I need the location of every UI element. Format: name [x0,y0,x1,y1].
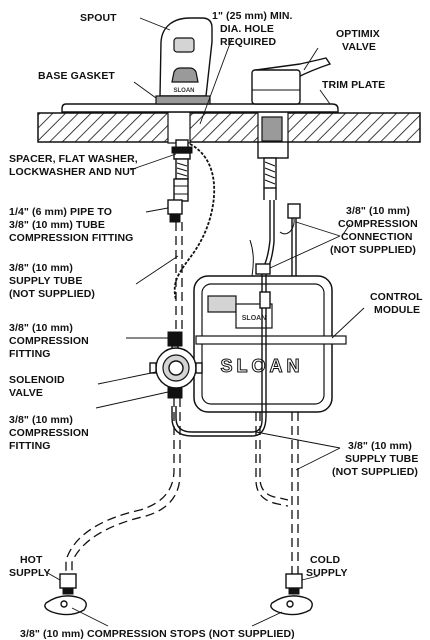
label-conn-2: COMPRESSION [338,218,418,230]
label-comp-fit-a2: COMPRESSION [9,335,89,347]
label-hole-1: 1" (25 mm) MIN. [212,10,293,22]
label-optimix-1: OPTIMIX [336,28,380,40]
label-spout: SPOUT [80,12,117,24]
label-supply-tube-l2: SUPPLY TUBE [9,275,82,287]
label-hole-2: DIA. HOLE [220,23,274,35]
label-trim-plate: TRIM PLATE [322,79,385,91]
label-supply-tube-r2: SUPPLY TUBE [345,453,418,465]
label-conn-1: 3/8" (10 mm) [346,205,410,217]
label-comp-fit-a1: 3/8" (10 mm) [9,322,73,334]
cold-supply-line-upper [291,210,297,276]
label-stops: 3/8" (10 mm) COMPRESSION STOPS (NOT SUPP… [20,628,295,640]
spout-supply-hose [173,143,215,301]
label-solenoid-1: SOLENOID [9,374,65,386]
label-pipe-3: COMPRESSION FITTING [9,232,133,244]
label-supply-tube-l3: (NOT SUPPLIED) [9,288,95,300]
label-cold-2: SUPPLY [306,567,348,579]
module-small-logo: SLOAN [242,315,267,322]
optimix-valve-body [257,116,289,200]
hot-supply-tube [65,222,183,576]
leader-lines [45,17,365,627]
label-control-2: MODULE [374,304,420,316]
label-conn-4: (NOT SUPPLIED) [330,244,416,256]
callout-labels: SPOUT 1" (25 mm) MIN. DIA. HOLE REQUIRED… [9,10,423,640]
spout: SLOAN [159,17,213,97]
label-supply-tube-l1: 3/8" (10 mm) [9,262,73,274]
label-solenoid-2: VALVE [9,387,43,399]
spout-logo: SLOAN [174,88,195,94]
label-supply-tube-r3: (NOT SUPPLIED) [332,466,418,478]
solenoid-valve [149,347,203,389]
cold-compression-stop [270,573,313,616]
label-comp-fit-b1: 3/8" (10 mm) [9,414,73,426]
hot-compression-stop [44,573,87,616]
label-optimix-2: VALVE [342,41,376,53]
label-hot-2: SUPPLY [9,567,51,579]
label-control-1: CONTROL [370,291,423,303]
label-comp-fit-b2: COMPRESSION [9,427,89,439]
label-cold-1: COLD [310,554,340,566]
spout-shank-hardware [171,139,193,202]
label-hot-1: HOT [20,554,43,566]
label-comp-fit-a3: FITTING [9,348,51,360]
cold-supply-tube [255,412,299,576]
base-gasket [155,95,211,105]
label-hole-3: REQUIRED [220,36,277,48]
label-spacer-2: LOCKWASHER AND NUT [9,166,137,178]
module-big-logo: SLOAN [221,356,304,376]
optimix-valve [251,57,332,105]
label-conn-3: CONNECTION [341,231,413,243]
control-module: SLOAN SLOAN [193,275,347,413]
label-spacer-1: SPACER, FLAT WASHER, [9,153,138,165]
label-pipe-2: 3/8" (10 mm) TUBE [9,219,105,231]
label-supply-tube-r1: 3/8" (10 mm) [348,440,412,452]
countertop [37,111,421,144]
label-base-gasket: BASE GASKET [38,70,115,82]
trim-plate [61,103,339,113]
label-pipe-1: 1/4" (6 mm) PIPE TO [9,206,112,218]
label-comp-fit-b3: FITTING [9,440,51,452]
